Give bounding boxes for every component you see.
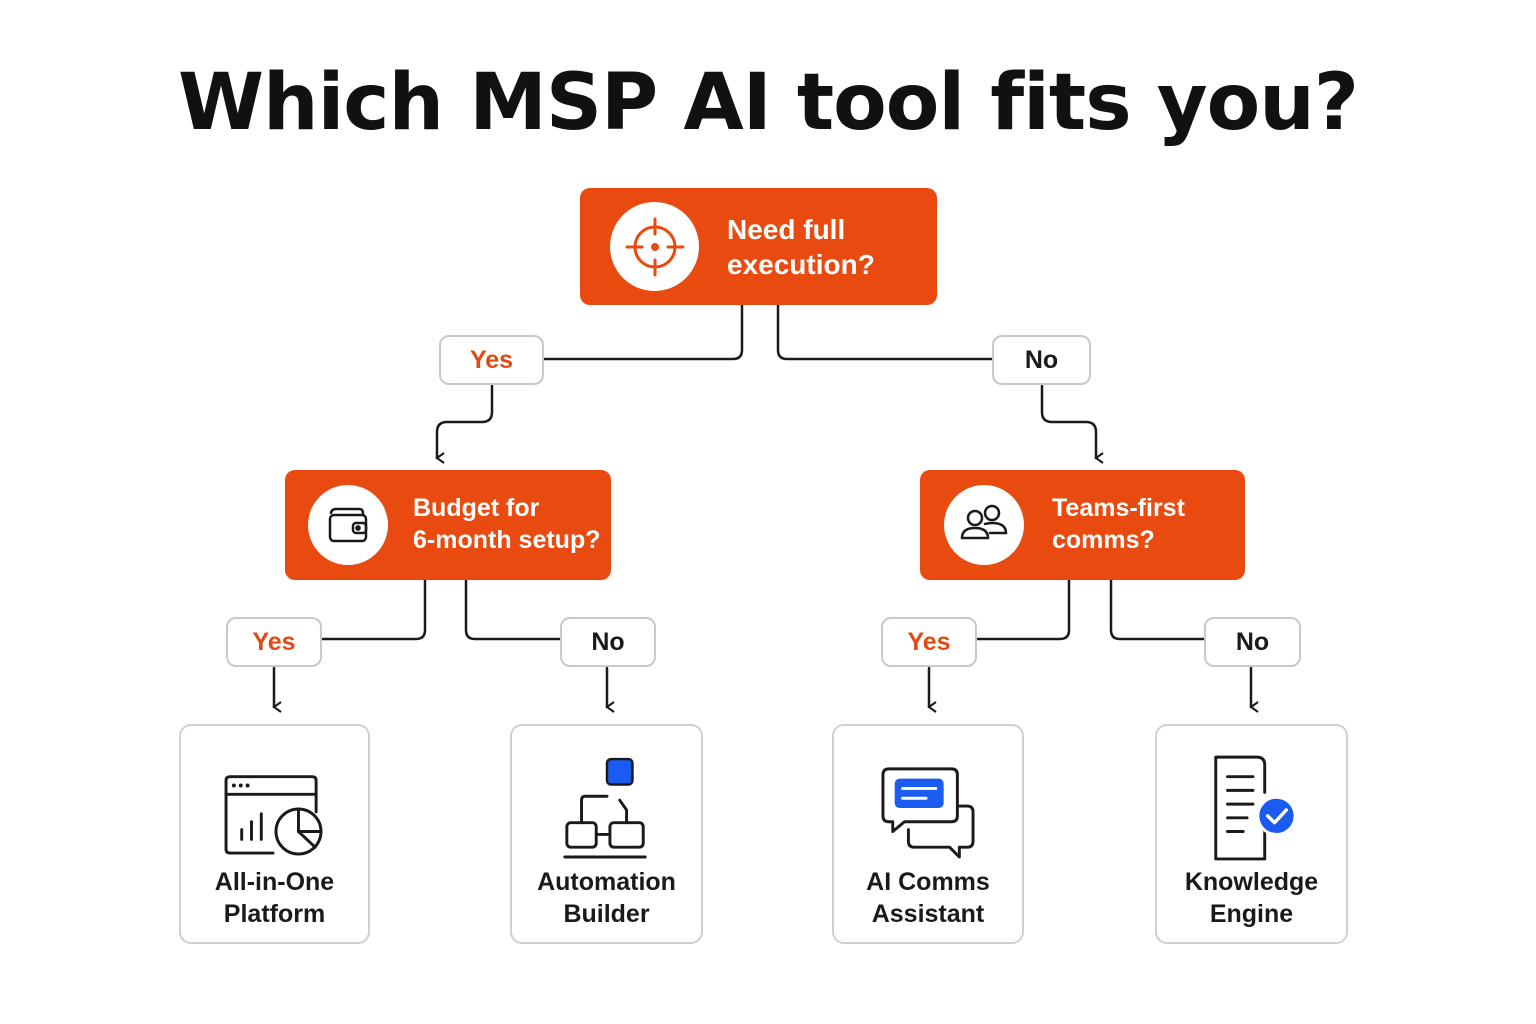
result-card-ai-comms: AI Comms Assistant bbox=[832, 724, 1024, 944]
connector-no-right bbox=[1040, 384, 1104, 464]
budget-icon-circle bbox=[308, 485, 388, 565]
dashboard-chart-icon bbox=[224, 775, 323, 856]
budget-yes-label: Yes bbox=[226, 617, 322, 667]
crosshair-icon bbox=[625, 217, 684, 276]
root-question-text: Need full execution? bbox=[727, 212, 875, 282]
teams-yes-label: Yes bbox=[881, 617, 977, 667]
budget-question-box: Budget for 6-month setup? bbox=[285, 470, 611, 580]
teams-icon-circle bbox=[944, 485, 1024, 565]
page-title: Which MSP AI tool fits you? bbox=[178, 58, 1359, 148]
result-label-ai-comms: AI Comms Assistant bbox=[834, 866, 1022, 930]
connector-left-no bbox=[464, 578, 562, 641]
result-label-all-in-one: All-in-One Platform bbox=[181, 866, 368, 930]
root-no-label: No bbox=[992, 335, 1091, 385]
result-card-automation-builder: Automation Builder bbox=[510, 724, 703, 944]
teams-question-line1: Teams-first bbox=[1052, 494, 1185, 522]
budget-question-text: Budget for 6-month setup? bbox=[413, 492, 601, 556]
result-label-knowledge-engine: Knowledge Engine bbox=[1157, 866, 1346, 930]
result-card-all-in-one: All-in-One Platform bbox=[179, 724, 370, 944]
connector-root-yes bbox=[542, 303, 744, 361]
budget-no-label: No bbox=[560, 617, 656, 667]
result-label-automation-builder: Automation Builder bbox=[512, 866, 701, 930]
result-label-line1: Automation bbox=[537, 868, 676, 896]
root-icon-circle bbox=[610, 202, 699, 291]
connector-root-no bbox=[776, 303, 994, 361]
teams-question-box: Teams-first comms? bbox=[920, 470, 1245, 580]
result-label-line2: Assistant bbox=[871, 900, 985, 928]
root-yes-label: Yes bbox=[439, 335, 544, 385]
teams-question-text: Teams-first comms? bbox=[1052, 492, 1185, 556]
wallet-icon bbox=[328, 507, 368, 543]
connector-right-no bbox=[1109, 578, 1206, 641]
result-label-line1: Knowledge bbox=[1184, 868, 1319, 896]
chat-bubbles-icon bbox=[881, 767, 975, 859]
budget-question-line1: Budget for bbox=[413, 494, 540, 522]
result-card-knowledge-engine: Knowledge Engine bbox=[1155, 724, 1348, 944]
document-check-icon bbox=[1214, 755, 1297, 861]
teams-no-label: No bbox=[1204, 617, 1301, 667]
teams-question-line2: comms? bbox=[1052, 526, 1155, 554]
budget-question-line2: 6-month setup? bbox=[413, 526, 601, 554]
result-label-line2: Platform bbox=[223, 900, 326, 928]
result-label-line1: All-in-One bbox=[214, 868, 335, 896]
workflow-blocks-icon bbox=[563, 757, 647, 859]
root-question-box: Need full execution? bbox=[580, 188, 937, 305]
root-question-line2: execution? bbox=[727, 249, 875, 280]
result-label-line1: AI Comms bbox=[866, 868, 990, 896]
result-label-line2: Engine bbox=[1209, 900, 1294, 928]
result-label-line2: Builder bbox=[563, 900, 650, 928]
connector-right-yes bbox=[975, 578, 1071, 641]
users-icon bbox=[960, 504, 1008, 540]
connector-yes-left bbox=[435, 384, 494, 464]
root-question-line1: Need full bbox=[727, 214, 846, 245]
connector-left-yes bbox=[320, 578, 427, 641]
